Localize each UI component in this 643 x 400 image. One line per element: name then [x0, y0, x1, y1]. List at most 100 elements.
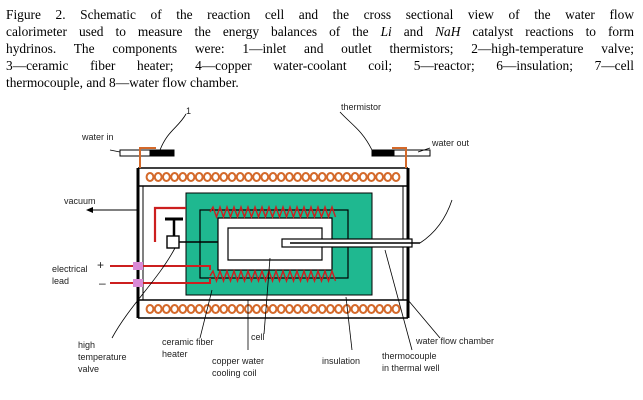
coil-turn — [326, 172, 335, 182]
label-lead: lead — [52, 276, 69, 286]
thermocouple-thermal-well — [281, 238, 420, 248]
coil-turn — [145, 304, 155, 314]
label-valve: valve — [78, 364, 99, 374]
coil-turn — [170, 172, 180, 182]
label-one: 1 — [186, 106, 191, 116]
caption-text: catalyst reactions to form — [460, 24, 634, 39]
coil-turn — [309, 172, 319, 182]
coil-turn — [153, 304, 163, 314]
coil-turn — [268, 304, 278, 314]
caption-line-3: hydrinos. The components were: 1—inlet a… — [6, 41, 634, 56]
coil-turn — [235, 172, 245, 182]
coil-turn — [227, 172, 237, 182]
copper-cooling-coil-bottom — [145, 304, 401, 314]
coil-turn — [342, 172, 352, 182]
coil-turn — [162, 304, 171, 314]
coil-turn — [285, 172, 294, 182]
coil-turn — [276, 304, 286, 314]
coil-turn — [350, 304, 360, 314]
coil-turn — [358, 172, 368, 182]
label-high: high — [78, 340, 95, 350]
coil-turn — [203, 304, 212, 314]
coil-turn — [252, 304, 262, 314]
coil-turn — [244, 172, 253, 182]
coil-turn — [367, 172, 376, 182]
coil-turn — [334, 172, 344, 182]
coil-turn — [383, 172, 393, 182]
coil-turn — [375, 172, 385, 182]
coil-turn — [178, 304, 188, 314]
coil-turn — [186, 172, 196, 182]
water-outlet-pipe — [371, 147, 431, 168]
caption-li: Li — [380, 24, 392, 39]
coil-turn — [260, 172, 270, 182]
coil-turn — [317, 304, 327, 314]
coil-turn — [194, 172, 204, 182]
copper-cooling-coil-top — [145, 172, 401, 182]
caption-text: calorimeter used to measure the energy b… — [6, 24, 381, 39]
coil-turn — [334, 304, 344, 314]
label-thermocouple: thermocouple — [382, 351, 437, 361]
label-plus: + — [97, 258, 104, 272]
coil-turn — [268, 172, 278, 182]
coil-turn — [391, 172, 401, 182]
label-temperature: temperature — [78, 352, 127, 362]
coil-turn — [186, 304, 196, 314]
coil-turn — [211, 172, 221, 182]
coil-turn — [153, 172, 163, 182]
electrical-lead — [110, 262, 211, 287]
coil-turn — [317, 172, 327, 182]
coil-turn — [219, 172, 229, 182]
ceramic-fiber-heater-bottom — [209, 268, 337, 284]
coil-turn — [293, 172, 303, 182]
label-insulation: insulation — [322, 356, 360, 366]
coil-turn — [301, 304, 311, 314]
label-cooling-coil: cooling coil — [212, 368, 257, 378]
coil-turn — [301, 172, 311, 182]
coil-turn — [276, 172, 286, 182]
coil-turn — [391, 304, 401, 314]
label-vacuum: vacuum — [64, 196, 96, 206]
coil-turn — [252, 172, 262, 182]
label-minus: – — [99, 276, 106, 290]
label-heater: heater — [162, 349, 188, 359]
coil-turn — [309, 304, 319, 314]
ceramic-fiber-heater-top — [209, 204, 337, 220]
coil-turn — [260, 304, 270, 314]
coil-turn — [145, 172, 155, 182]
coil-turn — [170, 304, 180, 314]
label-water-out: water out — [431, 138, 470, 148]
label-electrical: electrical — [52, 264, 88, 274]
caption-nah: NaH — [435, 24, 461, 39]
coil-turn — [367, 304, 376, 314]
caption-line-1: Figure 2. Schematic of the reaction cell… — [6, 7, 634, 22]
coil-turn — [383, 304, 393, 314]
coil-turn — [285, 304, 294, 314]
figure-caption: Figure 2. Schematic of the reaction cell… — [6, 6, 634, 91]
coil-turn — [162, 172, 171, 182]
leader-lines — [109, 111, 453, 351]
coil-turn — [350, 172, 360, 182]
label-thermistor: thermistor — [341, 102, 381, 112]
coil-turn — [211, 304, 221, 314]
coil-turn — [219, 304, 229, 314]
water-inlet-pipe — [119, 147, 175, 168]
caption-text: and — [391, 24, 436, 39]
label-water-flow-chamber: water flow chamber — [415, 336, 494, 346]
label-cell: cell — [251, 332, 265, 342]
caption-line-2: calorimeter used to measure the energy b… — [6, 23, 634, 40]
coil-turn — [203, 172, 212, 182]
coil-turn — [326, 304, 335, 314]
coil-turn — [358, 304, 368, 314]
caption-line-4: 3—ceramic fiber heater; 4—copper water-c… — [6, 58, 634, 73]
coil-turn — [227, 304, 237, 314]
coil-turn — [375, 304, 385, 314]
coil-turn — [178, 172, 188, 182]
caption-line-5: thermocouple, and 8—water flow chamber. — [6, 75, 239, 90]
water-flow-chamber — [136, 167, 410, 319]
label-in-thermal-well: in thermal well — [382, 363, 440, 373]
label-water-in: water in — [81, 132, 114, 142]
coil-turn — [293, 304, 303, 314]
coil-turn — [194, 304, 204, 314]
high-temperature-valve — [165, 217, 218, 249]
